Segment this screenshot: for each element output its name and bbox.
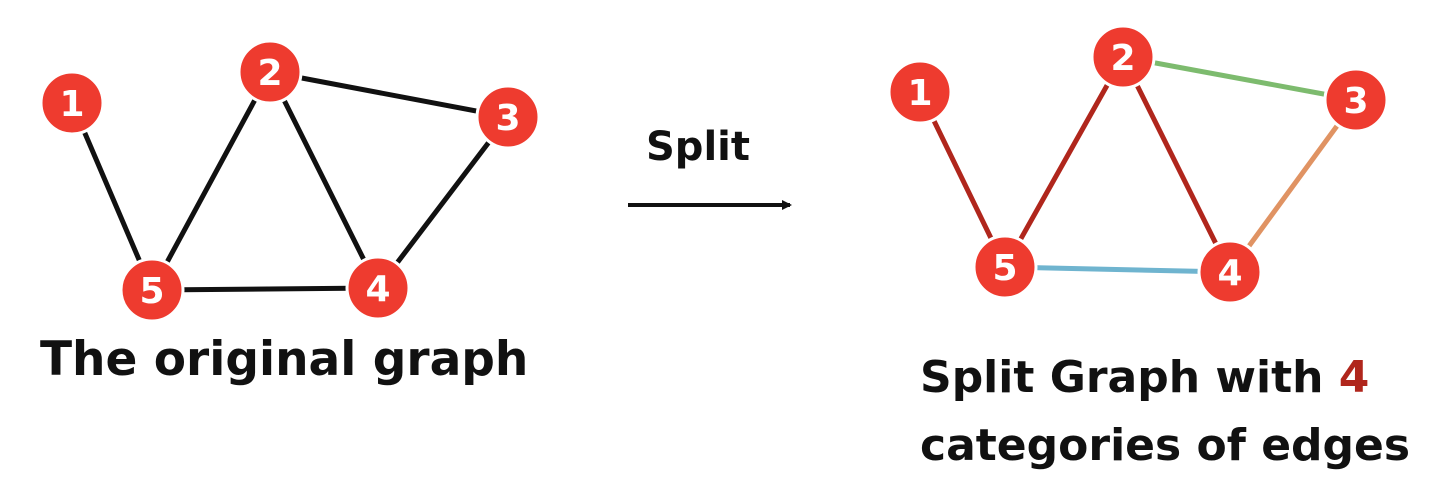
split-graph-caption: Split Graph with 4 categories of edges (920, 344, 1410, 480)
original-edge-3-4 (375, 114, 511, 291)
original-node-circle (237, 39, 303, 105)
split-graph-caption-line-2: categories of edges (920, 420, 1411, 471)
original-node-label: 3 (495, 98, 520, 139)
split-node-circle (972, 234, 1038, 300)
original-graph: 1 2 3 4 5 (39, 39, 541, 323)
split-edge-2-4 (1120, 54, 1233, 275)
split-node-label: 2 (1110, 38, 1135, 79)
original-node-1: 1 (39, 70, 105, 136)
split-node-4: 4 (1197, 239, 1263, 305)
split-node-2: 2 (1090, 24, 1156, 90)
split-graph-category-count: 4 (1338, 352, 1370, 403)
original-edge-1-5 (69, 100, 155, 293)
original-node-3: 3 (475, 84, 541, 150)
original-graph-nodes: 1 2 3 4 5 (39, 39, 541, 323)
split-node-circle (1323, 67, 1389, 133)
split-node-5: 5 (972, 234, 1038, 300)
split-edge-5-4 (1002, 264, 1233, 275)
split-edge-2-3 (1120, 54, 1359, 103)
original-node-circle (39, 70, 105, 136)
split-node-circle (887, 59, 953, 125)
original-edge-2-3 (267, 69, 511, 120)
split-node-label: 4 (1217, 253, 1242, 294)
original-node-label: 2 (257, 53, 282, 94)
split-node-3: 3 (1323, 67, 1389, 133)
original-node-label: 4 (365, 269, 390, 310)
original-node-4: 4 (345, 255, 411, 321)
original-edge-2-4 (267, 69, 381, 291)
original-node-circle (119, 257, 185, 323)
split-edge-3-4 (1227, 97, 1359, 275)
original-node-2: 2 (237, 39, 303, 105)
split-edge-2-5 (1002, 54, 1126, 270)
split-node-circle (1090, 24, 1156, 90)
original-edge-2-5 (149, 69, 273, 293)
split-node-1: 1 (887, 59, 953, 125)
split-graph-nodes: 1 2 3 4 5 (887, 24, 1389, 305)
split-node-label: 3 (1343, 81, 1368, 122)
original-node-label: 5 (139, 271, 164, 312)
split-graph: 1 2 3 4 5 (887, 24, 1389, 305)
split-graph-caption-line-1: Split Graph with 4 (920, 344, 1410, 412)
original-node-5: 5 (119, 257, 185, 323)
split-node-label: 5 (992, 248, 1017, 289)
original-graph-caption: The original graph (40, 332, 529, 387)
split-node-label: 1 (907, 73, 932, 114)
split-arrow-label: Split (646, 124, 750, 170)
original-node-circle (345, 255, 411, 321)
split-graph-caption-prefix: Split Graph with (920, 352, 1339, 403)
original-node-label: 1 (59, 84, 84, 125)
original-graph-edges (69, 69, 511, 293)
original-edge-5-4 (149, 285, 381, 293)
original-node-circle (475, 84, 541, 150)
split-node-circle (1197, 239, 1263, 305)
split-graph-edges (917, 54, 1359, 275)
